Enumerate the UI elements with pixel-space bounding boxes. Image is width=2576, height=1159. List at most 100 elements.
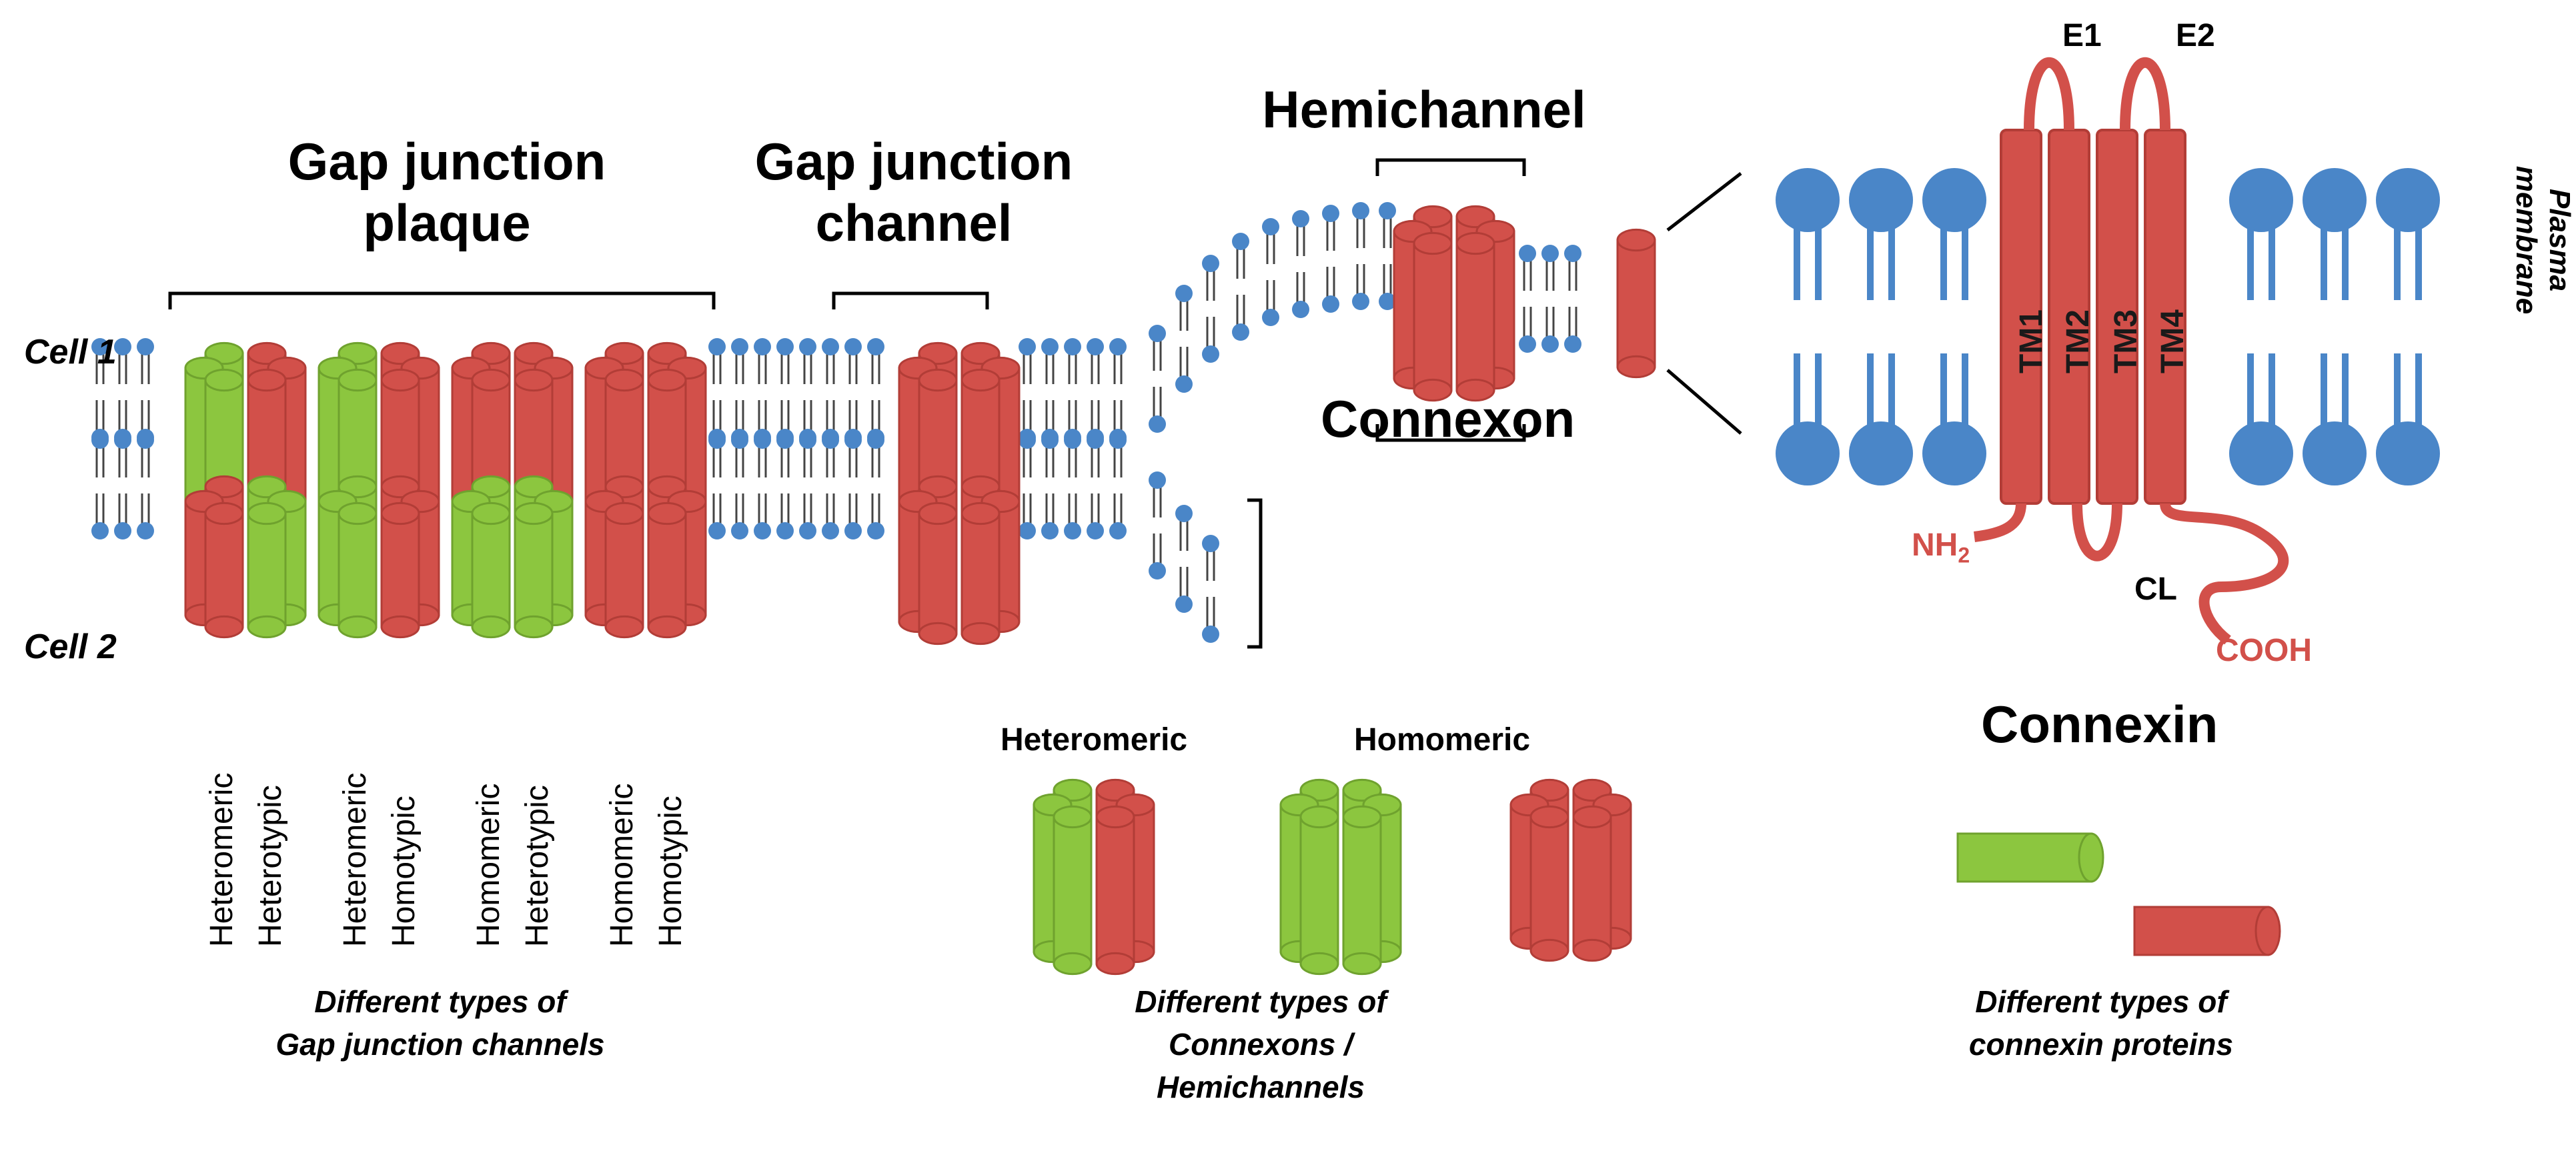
lipid — [1149, 533, 1166, 580]
lipid — [114, 338, 131, 384]
title-connexin: Connexin — [1981, 695, 2218, 754]
lipid — [867, 431, 884, 477]
label-e2: E2 — [2176, 18, 2215, 53]
lipid — [1541, 307, 1559, 353]
lipid — [1087, 338, 1104, 384]
connexin-protein-red — [2133, 906, 2281, 956]
lipid — [1109, 431, 1127, 477]
lipid — [754, 493, 771, 539]
lipid — [1019, 493, 1036, 539]
lipid — [1379, 202, 1396, 248]
lipid — [1564, 307, 1581, 353]
lipid — [1064, 338, 1081, 384]
caption-connexons-line1: Different types of — [1135, 984, 1387, 1019]
title-connexon: Connexon — [1321, 389, 1575, 448]
title-gap-junction-plaque: Gap junction plaque — [240, 131, 654, 253]
connexon-homomeric-red — [1509, 778, 1632, 962]
loop-cl — [2072, 503, 2122, 561]
bracket-hemichannel-top — [1375, 158, 1526, 176]
label-tm2: TM2 — [2060, 309, 2096, 373]
connexon-bottom — [317, 475, 440, 639]
lipid — [844, 493, 862, 539]
connexin-cylinder — [1413, 231, 1453, 402]
lipid — [1087, 493, 1104, 539]
bracket-channel — [832, 291, 989, 309]
caption-channels-line1: Different types of — [314, 984, 566, 1019]
lipid — [1202, 597, 1219, 643]
single-connexin — [1616, 228, 1656, 379]
caption-proteins-line2: connexin proteins — [1968, 1027, 2234, 1062]
connexon-homomeric-green — [1279, 778, 1402, 976]
lipid — [1109, 493, 1127, 539]
lipid — [1262, 218, 1279, 264]
connexin-cylinder — [604, 501, 644, 639]
caption-connexons: Different types of Connexons / Hemichann… — [1021, 980, 1501, 1108]
lipid — [1109, 338, 1127, 384]
lipid — [137, 431, 154, 477]
lipid-bilayers — [91, 202, 1581, 643]
lipid-large — [2229, 353, 2293, 485]
label-type1-line2: Heterotypic — [253, 785, 288, 947]
connexin-protein-green — [1956, 832, 2104, 883]
connexon-bottom — [584, 475, 707, 639]
lipid — [91, 431, 109, 477]
lipid — [754, 431, 771, 477]
lipid — [1232, 233, 1249, 279]
gap-channel-type-3 — [451, 341, 574, 639]
title-gap-junction-channel: Gap junction channel — [727, 131, 1101, 253]
label-type4-line1: Homomeric — [604, 783, 640, 947]
caption-connexons-line2: Connexons / — [1168, 1027, 1353, 1062]
lipid-large — [2229, 168, 2293, 300]
lipid — [1292, 210, 1309, 256]
lipid — [844, 431, 862, 477]
loop-e2 — [2120, 57, 2170, 131]
connexin-cylinder — [380, 501, 420, 639]
lipid-large — [1776, 353, 1840, 485]
connexin-cylinder — [1455, 231, 1495, 402]
label-cooh: COOH — [2216, 633, 2312, 668]
bracket-hemichannel-bottom — [1375, 424, 1526, 442]
lipid — [1564, 245, 1581, 291]
lipid — [1519, 307, 1536, 353]
label-type3-line2: Heterotypic — [520, 785, 555, 947]
lipid — [731, 338, 748, 384]
label-nh2: NH2 — [1912, 527, 1970, 568]
connexin-cylinder — [247, 501, 287, 639]
label-plasma-membrane: Plasma membrane — [2509, 100, 2576, 380]
lipid — [844, 338, 862, 384]
label-type2-line1: Heteromeric — [338, 772, 373, 947]
lipid — [822, 338, 839, 384]
lipid — [1087, 431, 1104, 477]
lipid — [708, 493, 726, 539]
lipid — [114, 431, 131, 477]
label-e1: E1 — [2062, 18, 2102, 53]
connexon-bottom — [451, 475, 574, 639]
caption-connexons-line3: Hemichannels — [1157, 1070, 1365, 1104]
connexin-cylinder — [1095, 805, 1135, 976]
lipid — [1041, 338, 1059, 384]
connexon-types — [1033, 778, 2281, 976]
lipid — [867, 338, 884, 384]
lipid — [1202, 317, 1219, 363]
label-nh2-text: NH — [1912, 527, 1958, 563]
lipid — [1322, 267, 1339, 313]
lipid — [1149, 325, 1166, 371]
label-type3-line1: Homomeric — [471, 783, 506, 947]
connexon-top — [584, 341, 707, 525]
connexin-cylinder — [514, 501, 554, 639]
lipid — [137, 338, 154, 384]
lipid — [1202, 535, 1219, 581]
lipid — [776, 493, 794, 539]
n-terminus — [1974, 503, 2026, 542]
lipid — [731, 431, 748, 477]
lipid — [1202, 255, 1219, 301]
connexon-heteromeric — [1033, 778, 1155, 976]
connexon-bottom — [898, 475, 1021, 646]
lipid — [1541, 245, 1559, 291]
connexin-cylinder — [1053, 805, 1093, 976]
lipid — [1041, 493, 1059, 539]
label-homomeric: Homomeric — [1354, 722, 1531, 758]
lipid — [799, 338, 816, 384]
